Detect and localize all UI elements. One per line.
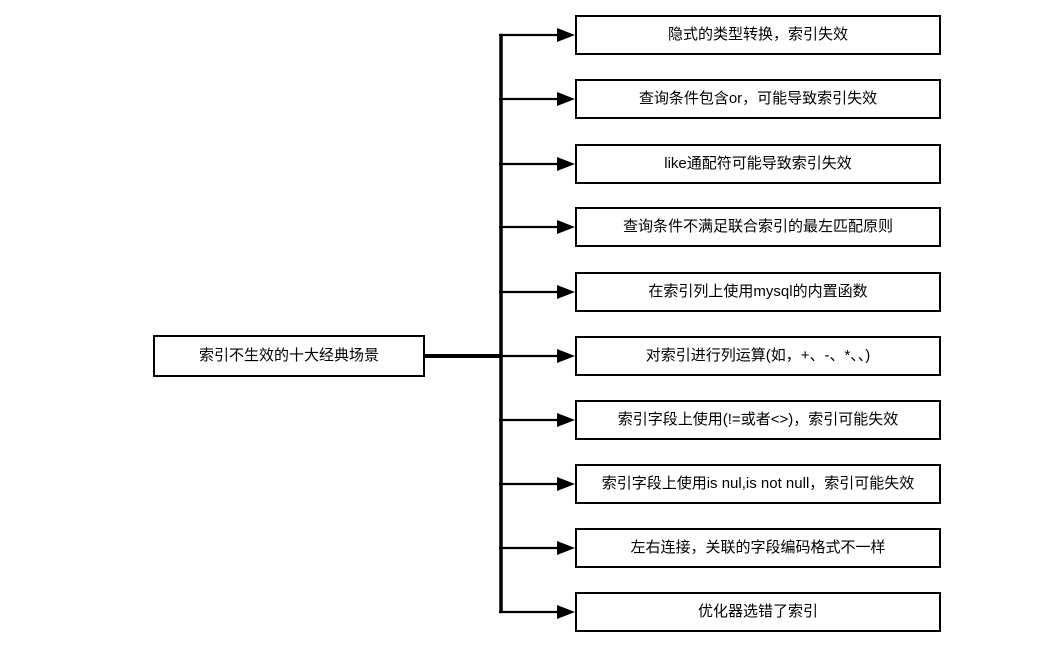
- branch-node[interactable]: 在索引列上使用mysql的内置函数: [575, 272, 941, 312]
- branch-label: like通配符可能导致索引失效: [664, 155, 852, 172]
- branch-label: 左右连接，关联的字段编码格式不一样: [630, 539, 886, 556]
- branch-node[interactable]: like通配符可能导致索引失效: [575, 144, 941, 184]
- branch-label: 索引字段上使用is nul,is not null，索引可能失效: [601, 475, 915, 492]
- branch-label: 在索引列上使用mysql的内置函数: [648, 283, 868, 300]
- branch-node[interactable]: 隐式的类型转换，索引失效: [575, 15, 941, 55]
- arrowhead-icon: [557, 28, 575, 42]
- branch-label: 查询条件不满足联合索引的最左匹配原则: [622, 218, 893, 235]
- branch-node[interactable]: 查询条件包含or，可能导致索引失效: [575, 79, 941, 119]
- branch-node[interactable]: 索引字段上使用is nul,is not null，索引可能失效: [575, 464, 941, 504]
- arrowhead-icon: [557, 413, 575, 427]
- arrowhead-icon: [557, 605, 575, 619]
- branch-node[interactable]: 对索引进行列运算(如，+、-、*、、): [575, 336, 941, 376]
- branch-node[interactable]: 查询条件不满足联合索引的最左匹配原则: [575, 207, 941, 247]
- arrowhead-icon: [557, 349, 575, 363]
- branch-node[interactable]: 优化器选错了索引: [575, 592, 941, 632]
- arrowhead-icon: [557, 541, 575, 555]
- branch-label: 索引字段上使用(!=或者<>)，索引可能失效: [617, 411, 899, 428]
- branch-label: 对索引进行列运算(如，+、-、*、、): [645, 347, 871, 364]
- arrowhead-icon: [557, 477, 575, 491]
- arrowhead-icon: [557, 285, 575, 299]
- branch-label: 优化器选错了索引: [697, 603, 818, 620]
- arrowhead-icon: [557, 157, 575, 171]
- arrowhead-icon: [557, 220, 575, 234]
- arrowhead-icon: [557, 92, 575, 106]
- branch-node[interactable]: 索引字段上使用(!=或者<>)，索引可能失效: [575, 400, 941, 440]
- root-node[interactable]: 索引不生效的十大经典场景: [153, 335, 425, 377]
- branch-node[interactable]: 左右连接，关联的字段编码格式不一样: [575, 528, 941, 568]
- branch-label: 隐式的类型转换，索引失效: [667, 26, 848, 43]
- branch-label: 查询条件包含or，可能导致索引失效: [638, 90, 878, 107]
- root-label: 索引不生效的十大经典场景: [198, 347, 379, 364]
